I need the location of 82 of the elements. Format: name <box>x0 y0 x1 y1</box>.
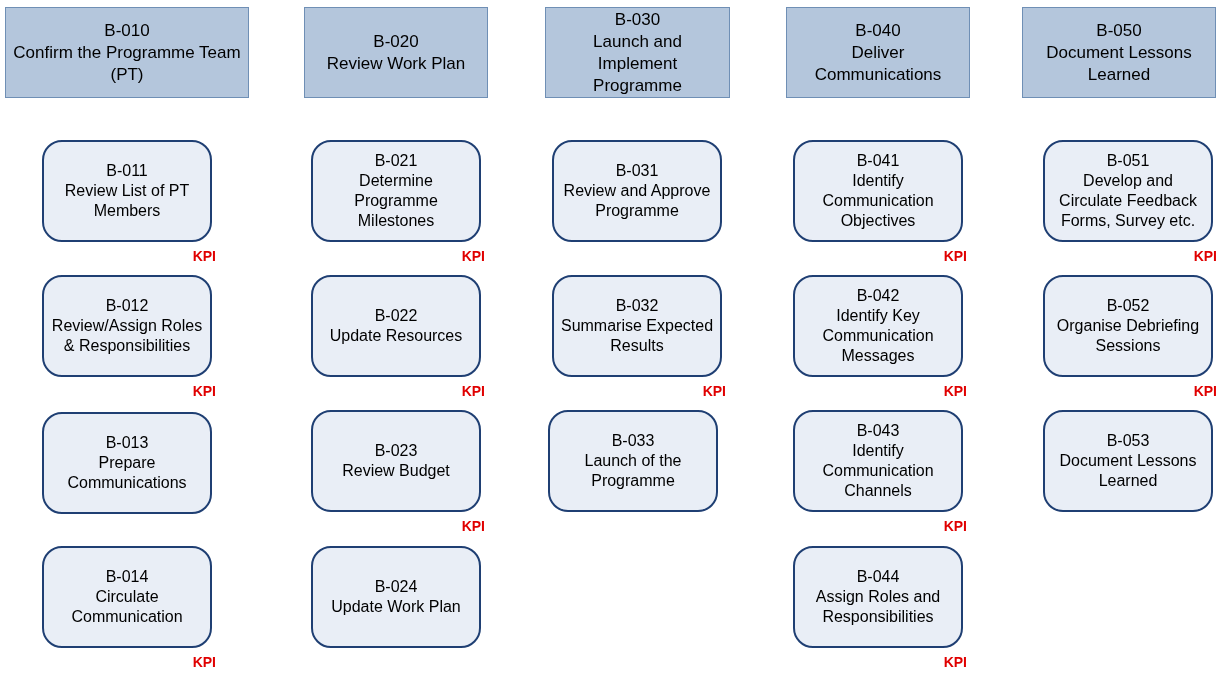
task-box <box>1043 275 1213 377</box>
task-title: Review List of PT Members <box>63 181 191 221</box>
task-title: Determine Programme Milestones <box>353 171 439 231</box>
task-box <box>793 546 963 648</box>
kpi-tag: KPI <box>192 654 216 670</box>
kpi-tag: KPI <box>461 518 485 534</box>
task-title: Document Lessons Learned <box>1058 451 1198 491</box>
kpi-tag: KPI <box>192 383 216 399</box>
kpi-tag: KPI <box>943 654 967 670</box>
kpi-tag: KPI <box>702 383 726 399</box>
task-box <box>311 410 481 512</box>
task-title: Update Resources <box>329 326 463 346</box>
task-title: Review/Assign Roles & Responsibilities <box>50 316 204 356</box>
task-code: B-040 <box>855 19 901 42</box>
task-code: B-021 <box>374 151 418 171</box>
task-box <box>548 410 718 512</box>
task-box <box>42 546 212 648</box>
task-code: B-013 <box>105 433 149 453</box>
task-code: B-031 <box>615 161 659 181</box>
task-title: Identify Communication Objectives <box>821 171 935 231</box>
task-code: B-052 <box>1106 296 1150 316</box>
task-box <box>793 410 963 512</box>
kpi-tag: KPI <box>1193 248 1216 264</box>
task-title: Update Work Plan <box>331 597 461 617</box>
task-code: B-011 <box>106 161 148 181</box>
task-code: B-044 <box>856 567 900 587</box>
phase-header-box <box>304 7 488 98</box>
task-title: Review and Approve Programme <box>562 181 712 221</box>
phase-header-box <box>786 7 970 98</box>
task-title: Organise Debriefing Sessions <box>1055 316 1201 356</box>
kpi-tag: KPI <box>461 383 485 399</box>
task-box <box>793 140 963 242</box>
task-code: B-033 <box>611 431 655 451</box>
task-box <box>552 140 722 242</box>
task-code: B-023 <box>374 441 418 461</box>
task-code: B-041 <box>856 151 900 171</box>
task-box <box>311 140 481 242</box>
task-title: Review Budget <box>342 461 450 481</box>
task-title: Summarise Expected Results <box>560 316 714 356</box>
kpi-tag: KPI <box>461 248 485 264</box>
task-code: B-053 <box>1106 431 1150 451</box>
task-box <box>1043 410 1213 512</box>
task-box <box>1043 140 1213 242</box>
phase-header-box <box>545 7 730 98</box>
task-box <box>42 275 212 377</box>
task-title: Prepare Communications <box>66 453 188 493</box>
task-box <box>311 546 481 648</box>
kpi-tag: KPI <box>1193 383 1216 399</box>
task-code: B-022 <box>374 306 418 326</box>
task-code: B-032 <box>615 296 659 316</box>
phase-header-box <box>1022 7 1216 98</box>
task-code: B-051 <box>1106 151 1150 171</box>
task-title: Circulate Communication <box>70 587 184 627</box>
task-code: B-014 <box>105 567 149 587</box>
task-title: Launch of the Programme <box>583 451 683 491</box>
task-title: Identify Communication Channels <box>821 441 935 501</box>
task-title: Review Work Plan <box>326 52 466 75</box>
task-code: B-020 <box>373 30 419 53</box>
phase-header-box <box>5 7 249 98</box>
task-title: Develop and Circulate Feedback Forms, Survey etc. <box>1058 171 1198 231</box>
task-code: B-010 <box>104 19 150 42</box>
task-code: B-030 <box>614 8 661 31</box>
kpi-tag: KPI <box>192 248 216 264</box>
task-code: B-043 <box>856 421 900 441</box>
kpi-tag: KPI <box>943 383 967 399</box>
task-box <box>552 275 722 377</box>
kpi-tag: KPI <box>943 248 967 264</box>
task-code: B-042 <box>856 286 900 306</box>
task-title: Launch and Implement Programme <box>592 30 683 97</box>
task-title: Assign Roles and Responsibilities <box>814 587 942 627</box>
kpi-tag: KPI <box>943 518 967 534</box>
task-title: Confirm the Programme Team (PT) <box>12 41 242 86</box>
task-code: B-024 <box>374 577 418 597</box>
task-title: Identify Key Communication Messages <box>821 306 935 366</box>
task-box <box>42 412 212 514</box>
task-code: B-050 <box>1096 19 1142 42</box>
task-box <box>311 275 481 377</box>
task-code: B-012 <box>105 296 149 316</box>
task-title: Deliver Communications <box>813 41 943 86</box>
task-box <box>793 275 963 377</box>
task-title: Document Lessons Learned <box>1045 41 1193 86</box>
task-box <box>42 140 212 242</box>
